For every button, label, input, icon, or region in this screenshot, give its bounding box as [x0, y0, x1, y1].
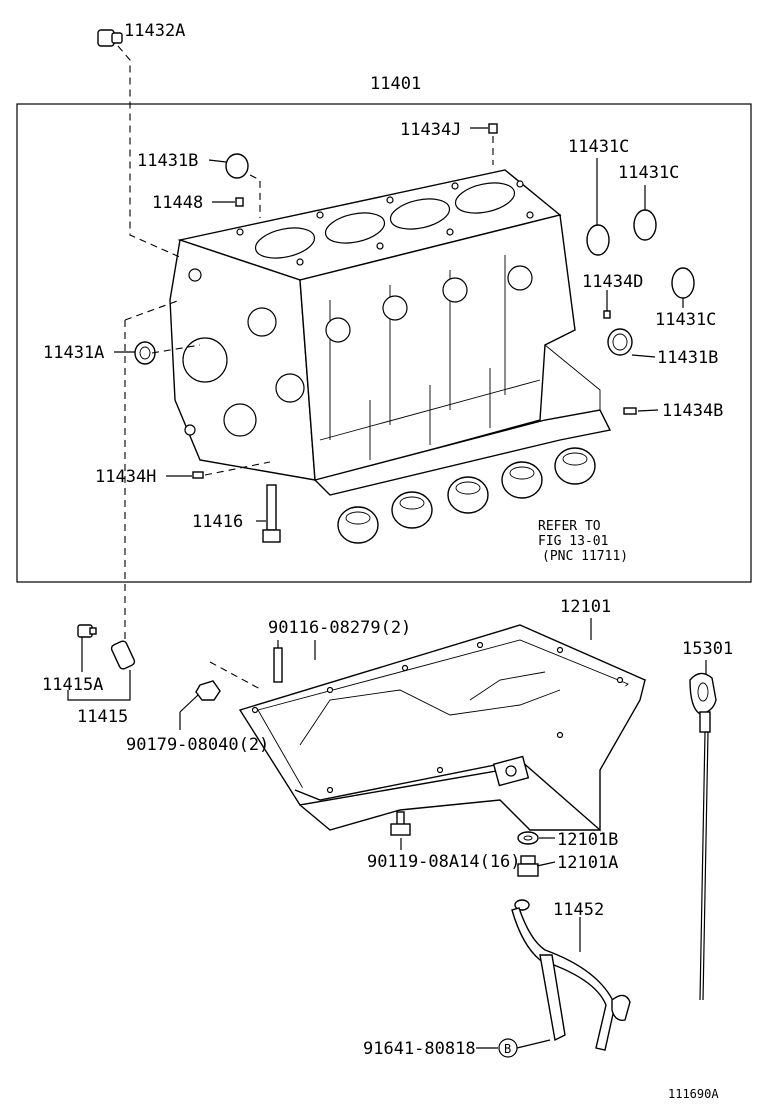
stud-90116	[273, 647, 283, 683]
drain-plug-12101A	[517, 855, 539, 877]
pin-11434H	[192, 471, 204, 479]
callout-b-letter: B	[504, 1042, 511, 1056]
label-11431A: 11431A	[43, 343, 104, 363]
nut-90179	[195, 680, 221, 701]
label-11434D: 11434D	[582, 272, 643, 292]
label-11432A: 11432A	[124, 21, 185, 41]
label-11434J: 11434J	[400, 120, 461, 140]
label-11434B: 11434B	[662, 401, 723, 421]
label-11448: 11448	[152, 193, 203, 213]
label-11452: 11452	[553, 900, 604, 920]
refer-line-1: REFER TO	[538, 519, 601, 534]
plug-11432A	[97, 29, 123, 47]
label-12101A: 12101A	[557, 853, 618, 873]
bolt-90119	[390, 811, 411, 836]
pin-11448	[235, 197, 244, 207]
label-11416: 11416	[192, 512, 243, 532]
label-90116: 90116-08279(2)	[268, 618, 411, 638]
label-11401: 11401	[370, 74, 421, 94]
label-11431B-top: 11431B	[137, 151, 198, 171]
callout-b-circle	[498, 1038, 518, 1058]
label-11431C-2: 11431C	[618, 163, 679, 183]
label-91641: 91641-80818	[363, 1039, 476, 1059]
label-90119: 90119-08A14(16)	[367, 852, 521, 872]
label-12101: 12101	[560, 597, 611, 617]
gasket-12101B	[517, 831, 539, 845]
label-11434H: 11434H	[95, 467, 156, 487]
pin-11415A	[77, 624, 97, 638]
label-11431B-right: 11431B	[657, 348, 718, 368]
plug-11431B-top	[225, 153, 249, 179]
plug-11431C-1	[586, 224, 610, 256]
block-assembly-frame	[16, 103, 752, 583]
main-bearings	[337, 447, 596, 544]
pin-11434J	[488, 123, 498, 134]
plug-11431C-3	[671, 267, 695, 299]
label-11431C-3: 11431C	[655, 310, 716, 330]
plug-11431C-2	[633, 209, 657, 241]
label-11415: 11415	[77, 707, 128, 727]
cylinder-block	[169, 169, 612, 496]
oil-pan	[238, 624, 647, 832]
bolt-11416	[262, 484, 281, 543]
refer-line-2: FIG 13-01	[538, 534, 608, 549]
label-11431C-1: 11431C	[568, 137, 629, 157]
pin-11434D	[603, 310, 611, 319]
sleeve-11415	[110, 640, 136, 670]
plug-11431B-right	[607, 328, 633, 356]
figure-id: 111690A	[668, 1087, 719, 1101]
label-90179: 90179-08040(2)	[126, 735, 269, 755]
label-11415A: 11415A	[42, 675, 103, 695]
label-12101B: 12101B	[557, 830, 618, 850]
dipstick-guide	[511, 899, 631, 1051]
label-15301: 15301	[682, 639, 733, 659]
pin-11434B	[623, 407, 637, 415]
dipstick	[689, 672, 717, 1001]
refer-line-3: (PNC 11711)	[542, 549, 628, 564]
